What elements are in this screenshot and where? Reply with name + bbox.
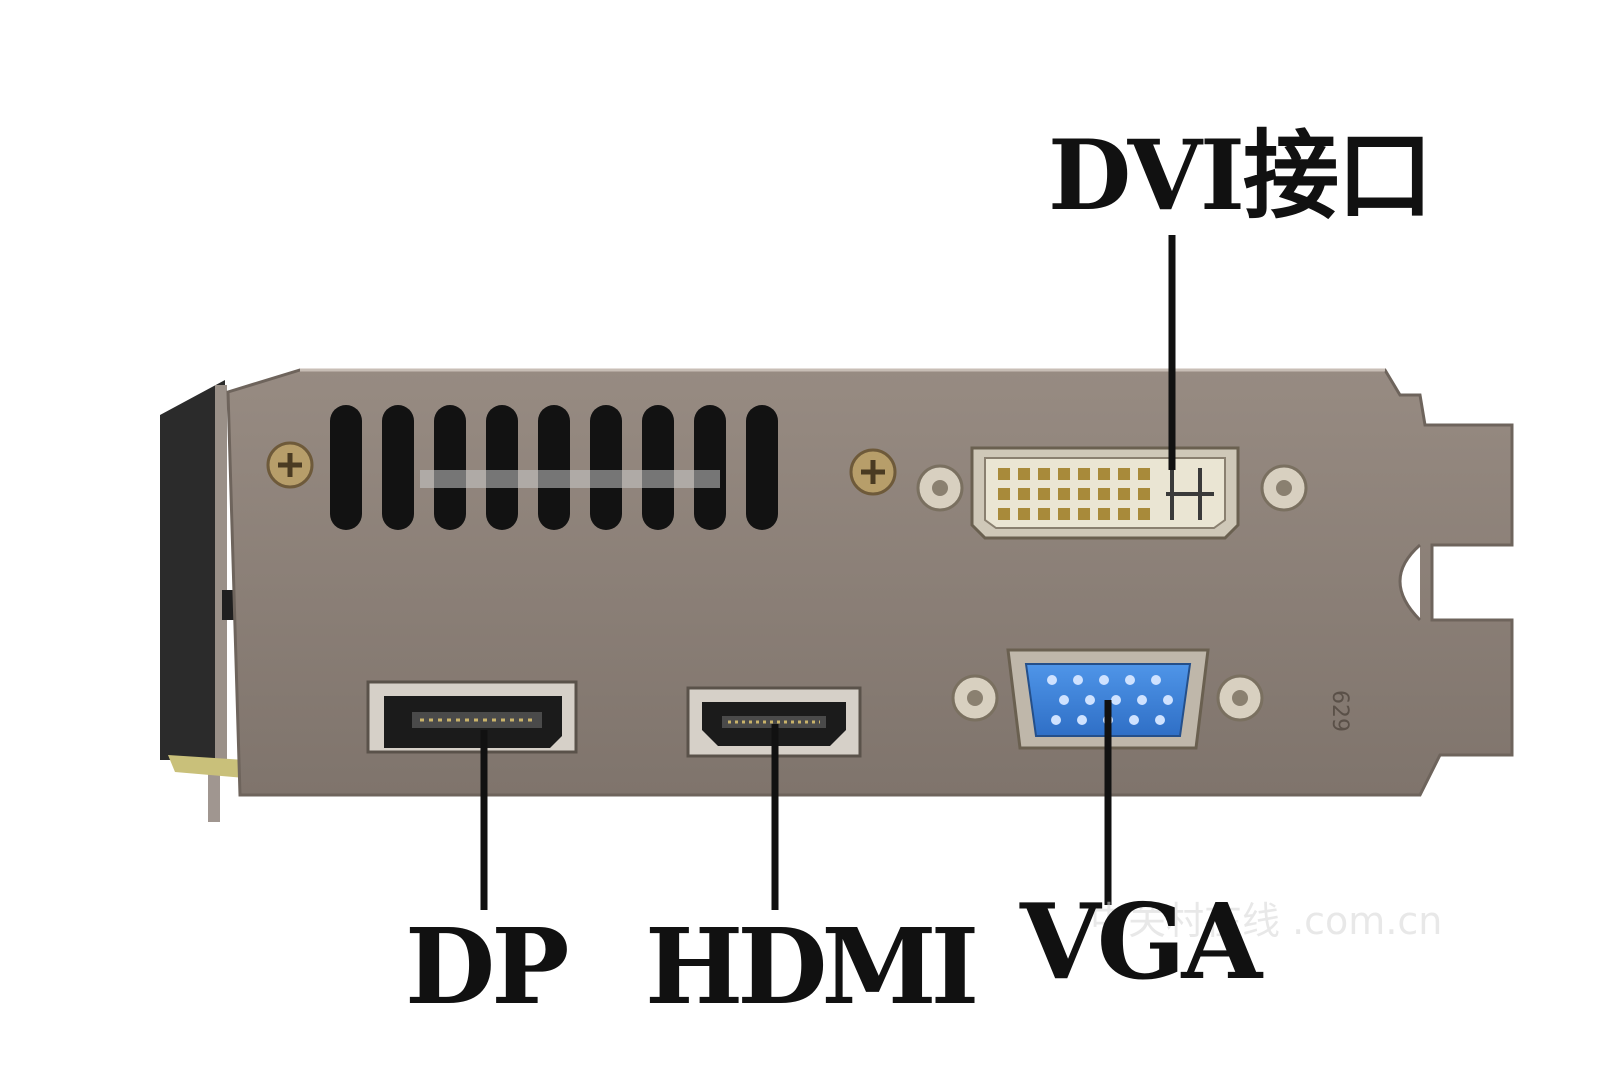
phillips-screw-icon — [849, 448, 897, 496]
vent-slots — [330, 405, 778, 530]
phillips-screw-icon — [266, 441, 314, 489]
dvi-port-label: DVI接口 — [1048, 119, 1433, 232]
displayport-port — [366, 680, 578, 754]
hdmi-port-label: HDMI — [645, 905, 979, 1028]
watermark: 中关村在线 .com.cn — [1090, 899, 1443, 943]
vga-port-label: VGA — [1020, 880, 1262, 1003]
callout-leader-lines — [480, 235, 1176, 910]
bracket-engraving: 629 — [1327, 690, 1352, 732]
dvi-port — [916, 446, 1308, 540]
dp-port-label: DP — [405, 905, 569, 1028]
vga-port — [951, 648, 1264, 750]
